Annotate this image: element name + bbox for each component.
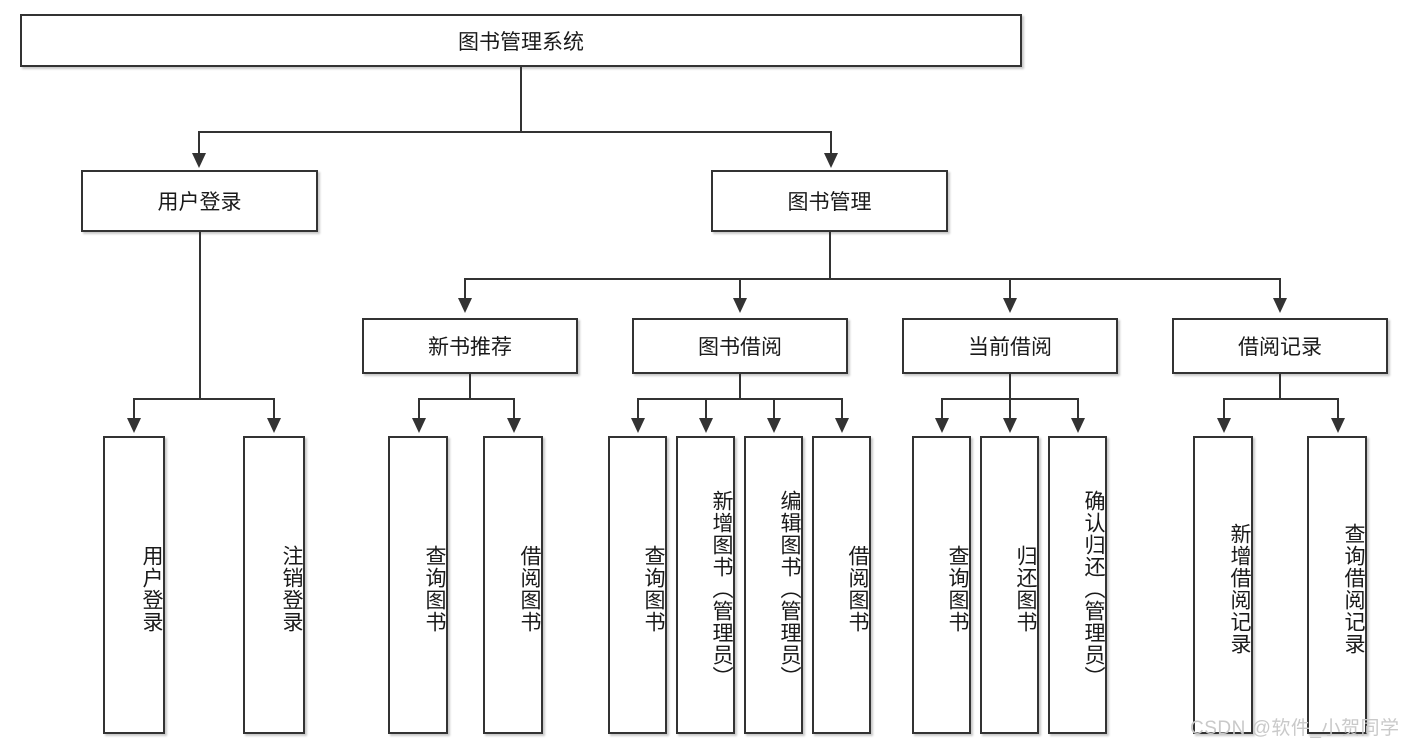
arrow-to-cb-return-book <box>1003 418 1017 433</box>
connector-level2-bus <box>198 131 832 133</box>
node-current-borrow[interactable]: 当前借阅 <box>902 318 1118 374</box>
node-label: 用户登录 <box>157 191 242 214</box>
node-label: 用户登录 <box>140 545 163 633</box>
leaf-bb-query-book[interactable]: 查询图书 <box>608 436 667 734</box>
node-label: 查询图书 <box>423 545 446 633</box>
node-label: 新书推荐 <box>428 336 512 359</box>
node-label: 图书管理系统 <box>458 30 584 54</box>
connector-current-borrow-stem <box>1009 374 1011 398</box>
arrow-to-bb-edit-book <box>767 418 781 433</box>
leaf-br-add-borrow-record[interactable]: 新增借阅记录 <box>1193 436 1253 734</box>
node-label: 查询图书 <box>946 545 969 633</box>
node-label: 归还图书 <box>1014 545 1037 633</box>
arrow-to-leaf-user-login <box>127 418 141 433</box>
node-label: 注销登录 <box>280 545 303 633</box>
node-book-borrow[interactable]: 图书借阅 <box>632 318 848 374</box>
connector-drop-new-book <box>464 278 466 300</box>
node-user-login[interactable]: 用户登录 <box>81 170 318 232</box>
arrow-to-leaf-logout <box>267 418 281 433</box>
leaf-bb-add-book-admin[interactable]: 新增图书（管理员） <box>676 436 735 734</box>
arrow-to-borrow-record <box>1273 298 1287 313</box>
arrow-to-bb-query-book <box>631 418 645 433</box>
leaf-br-query-borrow-record[interactable]: 查询借阅记录 <box>1307 436 1367 734</box>
node-label: 借阅记录 <box>1238 336 1322 359</box>
connector-user-login-bus <box>133 398 273 400</box>
connector-drop-br-leaf-1 <box>1223 398 1225 420</box>
leaf-bb-edit-book-admin[interactable]: 编辑图书（管理员） <box>744 436 803 734</box>
node-borrow-record[interactable]: 借阅记录 <box>1172 318 1388 374</box>
connector-root-stem <box>520 67 522 131</box>
arrow-to-book-management <box>824 153 838 168</box>
connector-drop-bb-leaf-3 <box>773 398 775 420</box>
connector-drop-book-borrow <box>739 278 741 300</box>
node-label: 查询借阅记录 <box>1342 523 1365 655</box>
connector-drop-br-leaf-2 <box>1337 398 1339 420</box>
connector-new-book-bus <box>418 398 513 400</box>
node-root-book-management-system[interactable]: 图书管理系统 <box>20 14 1022 67</box>
connector-new-book-stem <box>469 374 471 398</box>
connector-drop-bb-leaf-2 <box>705 398 707 420</box>
node-book-management[interactable]: 图书管理 <box>711 170 948 232</box>
arrow-to-user-login <box>192 153 206 168</box>
node-label: 编辑图书（管理员） <box>778 490 801 688</box>
connector-user-login-stem <box>199 232 201 398</box>
node-label: 查询图书 <box>642 545 665 633</box>
leaf-bb-borrow-book[interactable]: 借阅图书 <box>812 436 871 734</box>
connector-borrow-record-stem <box>1279 374 1281 398</box>
arrow-to-nb-borrow-book <box>507 418 521 433</box>
node-label: 确认归还（管理员） <box>1082 490 1105 688</box>
connector-drop-cb-leaf-1 <box>941 398 943 420</box>
arrow-to-current-borrow <box>1003 298 1017 313</box>
node-label: 新增借阅记录 <box>1228 523 1251 655</box>
node-label: 图书管理 <box>787 191 872 214</box>
leaf-nb-query-book[interactable]: 查询图书 <box>388 436 448 734</box>
connector-borrow-record-bus <box>1223 398 1337 400</box>
connector-drop-user-login-leaf-1 <box>133 398 135 420</box>
leaf-cb-return-book[interactable]: 归还图书 <box>980 436 1039 734</box>
arrow-to-br-add-record <box>1217 418 1231 433</box>
leaf-nb-borrow-book[interactable]: 借阅图书 <box>483 436 543 734</box>
node-label: 新增图书（管理员） <box>710 490 733 688</box>
connector-drop-current-borrow <box>1009 278 1011 300</box>
leaf-cb-query-book[interactable]: 查询图书 <box>912 436 971 734</box>
connector-drop-nb-leaf-1 <box>418 398 420 420</box>
leaf-cb-confirm-return-admin[interactable]: 确认归还（管理员） <box>1048 436 1107 734</box>
connector-drop-user-login-leaf-2 <box>273 398 275 420</box>
connector-level3-bus <box>464 278 1280 280</box>
arrow-to-bb-borrow-book <box>835 418 849 433</box>
connector-drop-cb-leaf-2 <box>1009 398 1011 420</box>
connector-book-borrow-stem <box>739 374 741 398</box>
node-label: 图书借阅 <box>698 336 782 359</box>
node-label: 当前借阅 <box>968 336 1052 359</box>
node-new-book-recommend[interactable]: 新书推荐 <box>362 318 578 374</box>
connector-book-management-stem <box>829 232 831 278</box>
connector-drop-bb-leaf-1 <box>637 398 639 420</box>
arrow-to-book-borrow <box>733 298 747 313</box>
connector-drop-borrow-record <box>1279 278 1281 300</box>
arrow-to-br-query-record <box>1331 418 1345 433</box>
connector-drop-cb-leaf-3 <box>1077 398 1079 420</box>
arrow-to-new-book-recommend <box>458 298 472 313</box>
arrow-to-bb-add-book <box>699 418 713 433</box>
csdn-watermark: CSDN @软件_小贺同学 <box>1190 718 1400 739</box>
arrow-to-cb-confirm-return <box>1071 418 1085 433</box>
connector-drop-bb-leaf-4 <box>841 398 843 420</box>
connector-level2-drop-user-login <box>198 131 200 155</box>
arrow-to-cb-query-book <box>935 418 949 433</box>
connector-drop-nb-leaf-2 <box>513 398 515 420</box>
arrow-to-nb-query-book <box>412 418 426 433</box>
node-label: 借阅图书 <box>846 545 869 633</box>
connector-book-borrow-bus <box>637 398 841 400</box>
node-label: 借阅图书 <box>518 545 541 633</box>
leaf-logout[interactable]: 注销登录 <box>243 436 305 734</box>
leaf-user-login[interactable]: 用户登录 <box>103 436 165 734</box>
connector-level2-drop-book-management <box>830 131 832 155</box>
